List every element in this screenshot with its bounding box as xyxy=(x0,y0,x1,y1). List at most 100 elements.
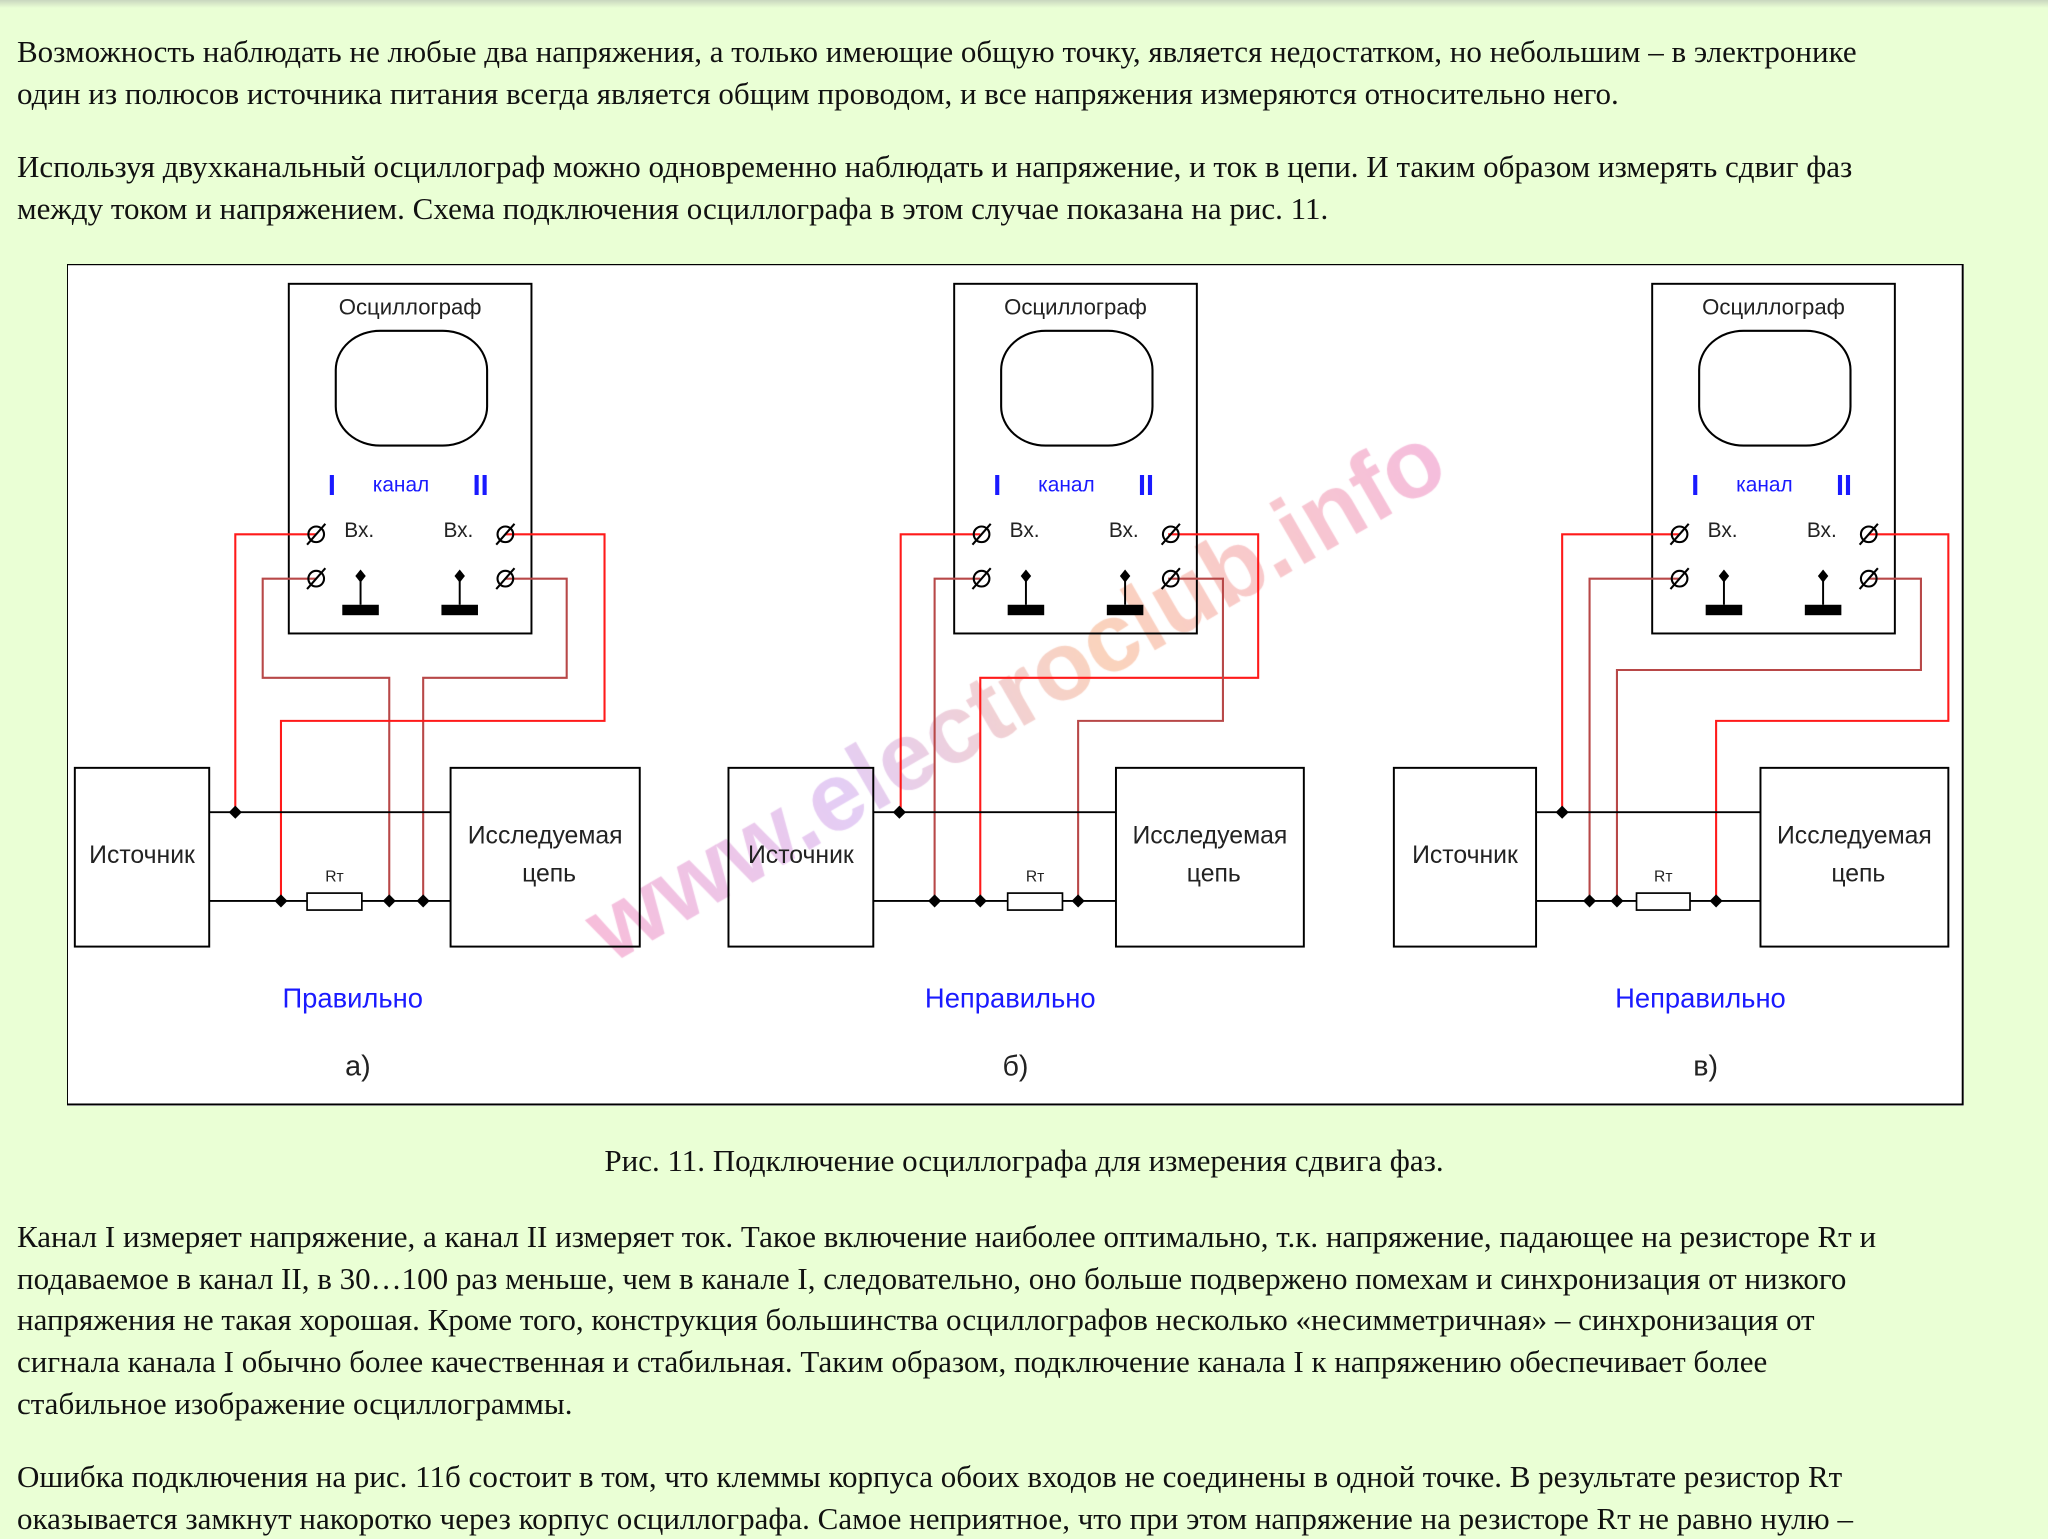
circuit-label: Исследуемая xyxy=(468,823,623,850)
ground-wire xyxy=(1077,577,1224,901)
circuit-label: цепь xyxy=(1187,860,1241,887)
verdict-label: Неправильно xyxy=(1615,982,1786,1013)
junction-dot xyxy=(416,894,430,908)
oscilloscope-box xyxy=(287,282,533,635)
signal-wire xyxy=(899,533,981,813)
paragraph-1: Возможность наблюдать не любые два напря… xyxy=(17,31,1857,114)
input-2-label: Вх. xyxy=(1807,519,1837,542)
ground-wire xyxy=(261,577,391,901)
input-terminal-slash xyxy=(971,567,992,590)
junction-dot xyxy=(1709,894,1723,908)
channel-1-label: I xyxy=(1691,470,1699,502)
resistor-label: Rт xyxy=(1654,869,1672,886)
text-line: Канал I измеряет напряжение, а канал II … xyxy=(17,1219,1877,1254)
channel-2-label: II xyxy=(473,470,489,502)
ground-wire xyxy=(933,577,981,901)
input-terminal-slash xyxy=(1858,523,1879,546)
input-terminal-icon xyxy=(496,569,515,588)
input-terminal-slash xyxy=(306,523,327,546)
input-terminal-slash xyxy=(1669,567,1690,590)
source-label: Источник xyxy=(1412,842,1518,869)
text-line: оказывается замкнут накоротко через корп… xyxy=(17,1500,1853,1536)
circuit-label: цепь xyxy=(1831,860,1885,887)
channel-2-label: II xyxy=(1836,470,1852,502)
input-terminal-icon xyxy=(1859,569,1878,588)
text-line: Используя двухканальный осциллограф можн… xyxy=(17,149,1853,184)
oscilloscope-label: Осциллограф xyxy=(1702,294,1845,319)
input-terminal-icon xyxy=(307,569,326,588)
input-terminal-icon xyxy=(496,525,515,544)
signal-wire xyxy=(979,533,1260,901)
junction-dot xyxy=(892,805,906,819)
input-terminal-slash xyxy=(971,523,992,546)
channel-label: канал xyxy=(1038,474,1094,497)
signal-wire xyxy=(279,533,606,901)
input-terminal-icon xyxy=(1670,569,1689,588)
ground-wire xyxy=(1615,577,1922,901)
top-shade xyxy=(0,0,2048,8)
channel-1-label: I xyxy=(328,470,336,502)
oscilloscope-box xyxy=(1651,282,1896,635)
figure-caption: Рис. 11. Подключение осциллографа для из… xyxy=(604,1143,1444,1178)
input-terminal-icon xyxy=(1161,525,1180,544)
oscilloscope-box xyxy=(953,282,1198,635)
circuit-label: цепь xyxy=(522,860,576,887)
source-label: Источник xyxy=(89,842,195,869)
signal-wire xyxy=(234,533,317,813)
watermark-logo xyxy=(67,264,1964,1106)
ground-icon xyxy=(1007,604,1045,616)
ground-icon xyxy=(342,604,379,616)
input-terminal-icon xyxy=(972,525,991,544)
junction-dot xyxy=(1071,894,1085,908)
text-line: между током и напряжением. Схема подключ… xyxy=(17,190,1329,226)
junction-dot xyxy=(973,894,987,908)
oscilloscope-screen xyxy=(1000,329,1154,447)
oscilloscope-screen xyxy=(334,329,489,447)
resistor-icon xyxy=(306,892,363,911)
input-1-label: Вх. xyxy=(344,519,374,542)
circuit-label: Исследуемая xyxy=(1132,823,1287,850)
figure-frame xyxy=(67,264,1964,1106)
text-line: сигнала канала I обычно более качественн… xyxy=(17,1344,1768,1380)
input-terminal-slash xyxy=(1858,567,1879,590)
junction-dot xyxy=(274,894,288,908)
text-line: напряжения не такая хорошая. Кроме того,… xyxy=(17,1302,1815,1338)
text-line: Ошибка подключения на рис. 11б состоит в… xyxy=(17,1459,1843,1494)
circuit-box xyxy=(1114,766,1305,948)
resistor-label: Rт xyxy=(1026,869,1044,886)
input-terminal-slash xyxy=(495,523,516,546)
resistor-label: Rт xyxy=(325,869,343,886)
paragraph-2: Используя двухканальный осциллограф можн… xyxy=(17,146,1852,229)
input-1-label: Вх. xyxy=(1708,519,1738,542)
junction-dot xyxy=(1610,894,1624,908)
input-terminal-icon xyxy=(1859,525,1878,544)
panel-letter: б) xyxy=(1003,1051,1029,1083)
input-terminal-icon xyxy=(1670,525,1689,544)
input-terminal-slash xyxy=(1160,523,1181,546)
circuit-box xyxy=(1759,766,1950,948)
signal-wire xyxy=(1561,533,1680,813)
input-terminal-icon xyxy=(972,569,991,588)
oscilloscope-label: Осциллограф xyxy=(1004,294,1147,319)
channel-1-label: I xyxy=(993,470,1001,502)
paragraph-3: Канал I измеряет напряжение, а канал II … xyxy=(17,1216,1876,1424)
resistor-icon xyxy=(1635,892,1691,911)
input-terminal-slash xyxy=(1669,523,1690,546)
input-2-label: Вх. xyxy=(1109,519,1139,542)
panel-letter: в) xyxy=(1693,1051,1718,1083)
source-box xyxy=(727,766,875,948)
input-1-label: Вх. xyxy=(1010,519,1040,542)
ground-icon xyxy=(1106,604,1144,616)
circuit-label: Исследуемая xyxy=(1777,823,1932,850)
channel-2-label: II xyxy=(1138,470,1154,502)
junction-dot xyxy=(228,805,242,819)
source-box xyxy=(73,766,211,948)
verdict-label: Правильно xyxy=(282,982,423,1013)
text-line: стабильное изображение осциллограммы. xyxy=(17,1385,573,1421)
ground-icon xyxy=(1705,604,1743,616)
input-terminal-slash xyxy=(1160,567,1181,590)
ground-icon xyxy=(441,604,478,616)
signal-wire xyxy=(1715,533,1950,901)
circuit-box xyxy=(449,766,641,948)
